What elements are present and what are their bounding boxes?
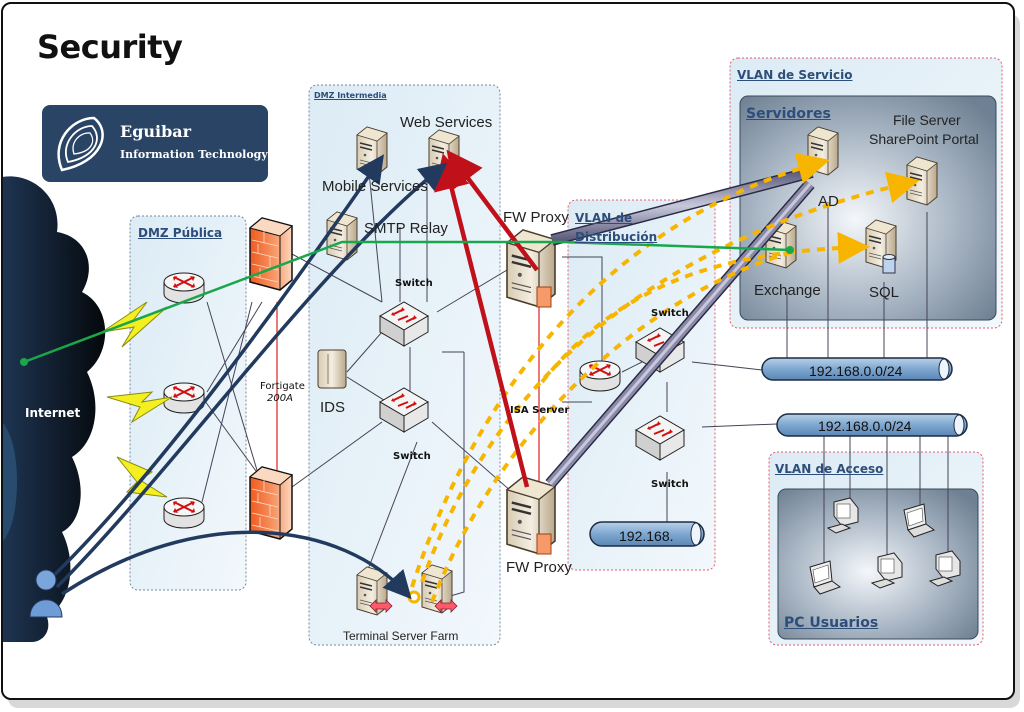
vpn-tunnels: [545, 166, 815, 488]
zone-label-dmz-publica: DMZ Pública: [138, 226, 223, 240]
fw-proxy-top-firewall-icon: [536, 286, 552, 308]
firewall-fortigate-1: [249, 217, 293, 291]
sql-database-icon: [882, 254, 896, 274]
logo-swirl-icon: [57, 116, 104, 172]
label-fw-proxy-bottom: FW Proxy: [506, 559, 572, 576]
flows-internet: [45, 154, 448, 600]
pipe-label-access-net: 192.168.0.0/24: [818, 418, 912, 434]
label-fortigate: Fortigate: [260, 381, 305, 392]
router-1: [163, 272, 205, 304]
page-title: Security: [37, 28, 183, 66]
user-icon: [29, 569, 63, 618]
lightning-icon-2: [106, 391, 173, 424]
label-isa-server: ISA Server: [510, 405, 570, 416]
label-sharepoint: SharePoint Portal: [869, 131, 979, 147]
network-diagram: [3, 57, 1003, 646]
label-file-server: File Server: [893, 112, 961, 128]
label-terminal-server-farm: Terminal Server Farm: [343, 629, 459, 643]
label-exchange: Exchange: [754, 282, 821, 299]
terminal-farm-arrows-icon: [369, 599, 458, 613]
zone-label-vlan-servicio: VLAN de Servicio: [737, 68, 853, 82]
label-sql: SQL: [869, 284, 900, 301]
flows-internal: [410, 152, 920, 603]
panel-servidores: [739, 95, 997, 321]
pipe-label-service-net: 192.168.0.0/24: [809, 363, 903, 379]
label-web-services: Web Services: [400, 114, 493, 131]
logo: [42, 105, 268, 182]
flows-proxy: [434, 149, 539, 488]
network-links: [201, 171, 949, 598]
logo-name: Eguibar: [120, 122, 192, 141]
zone-label-vlan-acceso: VLAN de Acceso: [775, 462, 884, 476]
label-switch-2: Switch: [393, 451, 431, 462]
router-3: [163, 497, 205, 529]
label-mobile-services: Mobile Services: [322, 178, 428, 195]
network-pipe-distribution: [589, 521, 705, 547]
label-switch-3: Switch: [651, 308, 689, 319]
firewall-fortigate-2: [249, 466, 293, 540]
fw-proxy-bottom-firewall-icon: [536, 533, 552, 555]
label-switch-1: Switch: [395, 278, 433, 289]
server-web-services: [428, 129, 460, 179]
label-ad: AD: [818, 193, 839, 210]
zone-label-dmz-intermedia: DMZ Intermedia: [314, 91, 387, 100]
zone-label-internet: Internet: [25, 406, 81, 420]
label-switch-4: Switch: [651, 479, 689, 490]
diagram-frame: Security Eguibar Information Technology …: [1, 2, 1015, 700]
server-ad: [807, 126, 839, 176]
label-ids: IDS: [320, 399, 346, 416]
flow-smtp: [20, 240, 794, 366]
pipe-label-distribution-net: 192.168.: [619, 528, 674, 544]
label-smtp-relay: SMTP Relay: [364, 220, 448, 237]
zone-label-servidores: Servidores: [746, 106, 831, 122]
internet-cloud: [3, 176, 106, 642]
ids-appliance: [317, 349, 347, 389]
logo-tagline: Information Technology: [120, 148, 268, 161]
flow-origin-dot: [407, 590, 421, 604]
label-fw-proxy-top: FW Proxy: [503, 209, 569, 226]
label-fortigate-model: 200A: [267, 393, 293, 404]
zone-label-pc-usuarios: PC Usuarios: [784, 615, 879, 631]
server-mobile-services: [356, 126, 388, 176]
zone-label-vlan-distribucion: VLAN de Distribución: [575, 211, 658, 244]
